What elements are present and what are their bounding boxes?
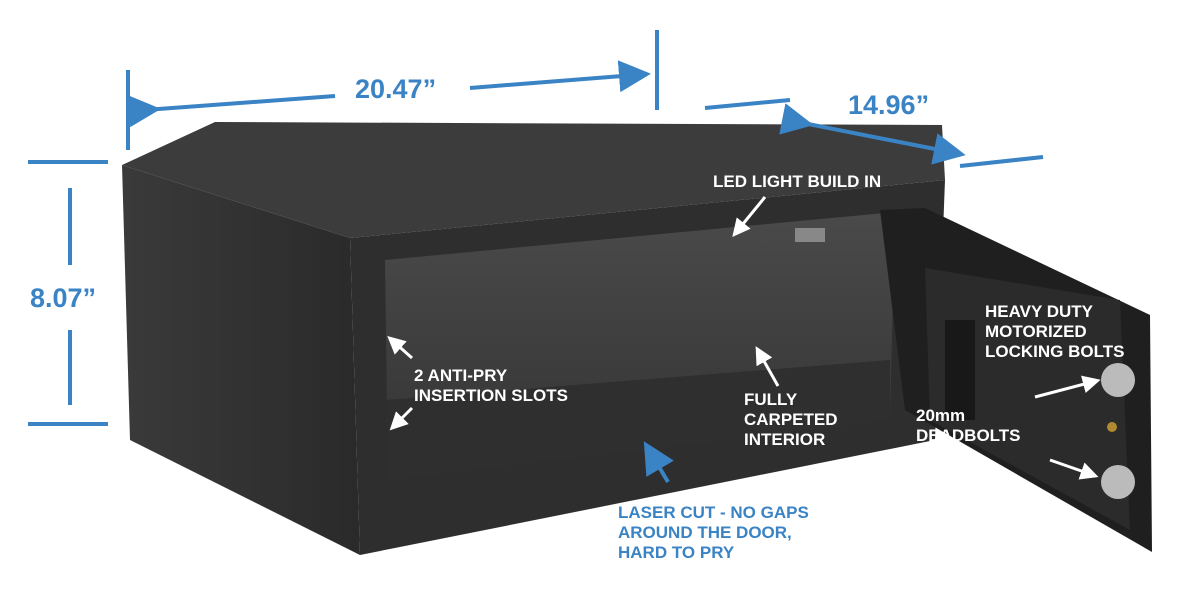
callout-arrows [387,196,1101,480]
height-dimension: 8.07” [30,283,97,313]
safe-side [122,165,360,555]
callout-line: LOCKING BOLTS [985,342,1125,361]
callout-line: INTERIOR [744,430,826,449]
depth-dimension: 14.96” [848,90,930,120]
callout-line: HEAVY DUTY [985,302,1094,321]
callout-line: MOTORIZED [985,322,1087,341]
bolts-callout: HEAVY DUTY MOTORIZED LOCKING BOLTS [985,302,1124,362]
safe-top [122,122,945,238]
carpet-callout: FULLY CARPETED INTERIOR [744,390,838,450]
deadbolt-bottom [1101,465,1135,499]
callout-line: 20mm [916,406,966,425]
deadbolt-top [1101,363,1135,397]
laser-cut-callout: LASER CUT - NO GAPS AROUND THE DOOR, HAR… [618,503,809,563]
callout-line: INSERTION SLOTS [414,386,568,405]
anti-pry-callout: 2 ANTI-PRY INSERTION SLOTS [414,366,568,406]
led-light [795,228,825,242]
deadbolts-callout: 20mm DEADBOLTS [916,406,1021,446]
callout-line: DEADBOLTS [916,426,1021,445]
callout-line: LASER CUT - NO GAPS [618,503,809,522]
callout-line: FULLY [744,390,798,409]
callout-line: CARPETED [744,410,838,429]
callout-line: AROUND THE DOOR, [618,523,792,542]
led-callout: LED LIGHT BUILD IN [713,172,882,191]
width-dimension: 20.47” [355,74,437,104]
callout-line: 2 ANTI-PRY [414,366,508,385]
dimension-lines [28,30,1044,484]
callout-line: HARD TO PRY [618,543,735,562]
